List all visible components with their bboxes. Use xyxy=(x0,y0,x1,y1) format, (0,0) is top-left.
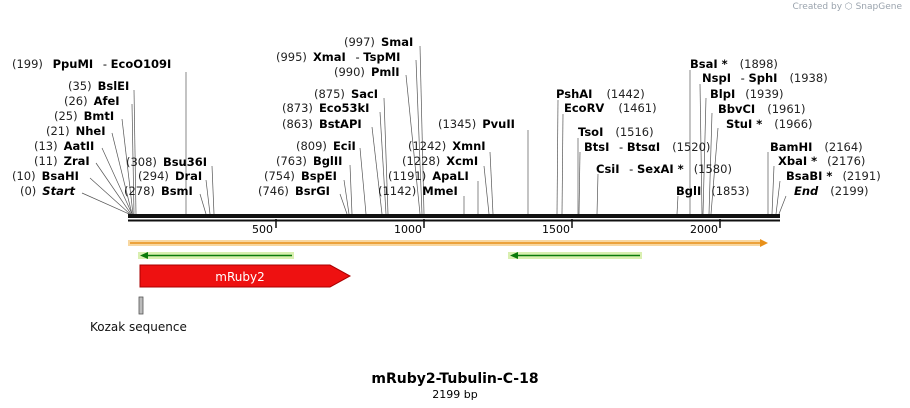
site-afei[interactable]: (26)AfeI xyxy=(64,94,120,108)
leader-lines xyxy=(81,45,787,215)
site-ppumi[interactable]: (199) PpuMI - EcoO109I xyxy=(12,57,171,71)
site-smai[interactable]: (997)SmaI xyxy=(344,35,413,49)
site-blpi[interactable]: BlpI(1939) xyxy=(710,87,783,101)
site-nspi[interactable]: NspI - SphI(1938) xyxy=(702,71,828,85)
ruler: 500 1000 1500 2000 xyxy=(252,219,721,236)
site-tsoi[interactable]: TsoI(1516) xyxy=(578,125,654,139)
kozak-label: Kozak sequence xyxy=(90,320,187,334)
plasmid-length: 2199 bp xyxy=(432,388,477,401)
site-bslei[interactable]: (35)BslEI xyxy=(68,79,129,93)
mruby2-feature[interactable]: mRuby2 xyxy=(139,264,352,288)
ruler-label-1000: 1000 xyxy=(394,223,422,236)
sequence-backbone xyxy=(128,214,780,222)
orange-feature-arrow[interactable] xyxy=(128,239,768,247)
site-eco53ki[interactable]: (873)Eco53kI xyxy=(282,101,369,115)
ruler-label-2000: 2000 xyxy=(690,223,718,236)
site-bsai[interactable]: BsaI *(1898) xyxy=(690,57,778,71)
site-xmni[interactable]: (1242)XmnI xyxy=(408,139,486,153)
site-bstapi[interactable]: (863)BstAPI xyxy=(282,117,362,131)
site-drai[interactable]: (294)DraI xyxy=(138,169,202,183)
site-ecii[interactable]: (809)EciI xyxy=(296,139,356,153)
site-btsi[interactable]: BtsI - BtsαI(1520) xyxy=(584,140,710,154)
snapgene-credit: Created by ⬡ SnapGene xyxy=(792,2,903,12)
ruler-label-1500: 1500 xyxy=(542,223,570,236)
site-csii[interactable]: CsiI - SexAI *(1580) xyxy=(596,162,732,176)
site-bsahi[interactable]: (10)BsaHI xyxy=(12,169,79,183)
ruler-label-500: 500 xyxy=(252,223,273,236)
site-apali[interactable]: (1191)ApaLI xyxy=(388,169,469,183)
site-stui[interactable]: StuI *(1966) xyxy=(726,117,813,131)
site-aatii[interactable]: (13)AatII xyxy=(34,139,94,153)
site-zrai[interactable]: (11)ZraI xyxy=(34,154,90,168)
site-pshai[interactable]: PshAI(1442) xyxy=(556,87,645,101)
site-pvuii[interactable]: (1345)PvuII xyxy=(438,117,515,131)
site-bsrgi[interactable]: (746)BsrGI xyxy=(258,184,330,198)
kozak-feature[interactable] xyxy=(138,296,144,315)
site-start[interactable]: (0)Start xyxy=(20,184,76,198)
site-bglii[interactable]: (763)BglII xyxy=(276,154,342,168)
site-bgli[interactable]: BglI(1853) xyxy=(676,184,749,198)
site-bsabi[interactable]: BsaBI *(2191) xyxy=(786,169,881,183)
site-xmai[interactable]: (995)XmaI - TspMI xyxy=(276,50,400,64)
site-nhei[interactable]: (21)NheI xyxy=(46,124,106,138)
site-ecorv[interactable]: EcoRV(1461) xyxy=(564,101,657,115)
site-end[interactable]: End(2199) xyxy=(794,184,869,198)
site-mmei[interactable]: (1142)MmeI xyxy=(378,184,458,198)
site-xcmi[interactable]: (1228)XcmI xyxy=(402,154,478,168)
site-xbai[interactable]: XbaI *(2176) xyxy=(778,154,865,168)
site-bbvci[interactable]: BbvCI(1961) xyxy=(718,102,805,116)
site-saci[interactable]: (875)SacI xyxy=(314,87,378,101)
site-bsmi[interactable]: (278)BsmI xyxy=(124,184,193,198)
site-bspei[interactable]: (754)BspEI xyxy=(264,169,337,183)
site-bmti[interactable]: (25)BmtI xyxy=(54,109,114,123)
green-primer-arrow-right[interactable] xyxy=(508,252,642,259)
plasmid-title: mRuby2-Tubulin-C-18 xyxy=(371,371,538,387)
green-primer-arrow-left[interactable] xyxy=(138,252,294,259)
mruby2-label: mRuby2 xyxy=(215,270,264,284)
site-bamhi[interactable]: BamHI(2164) xyxy=(770,140,863,154)
site-bsu36i[interactable]: (308)Bsu36I xyxy=(126,155,207,169)
site-pmli[interactable]: (990)PmlI xyxy=(334,65,400,79)
